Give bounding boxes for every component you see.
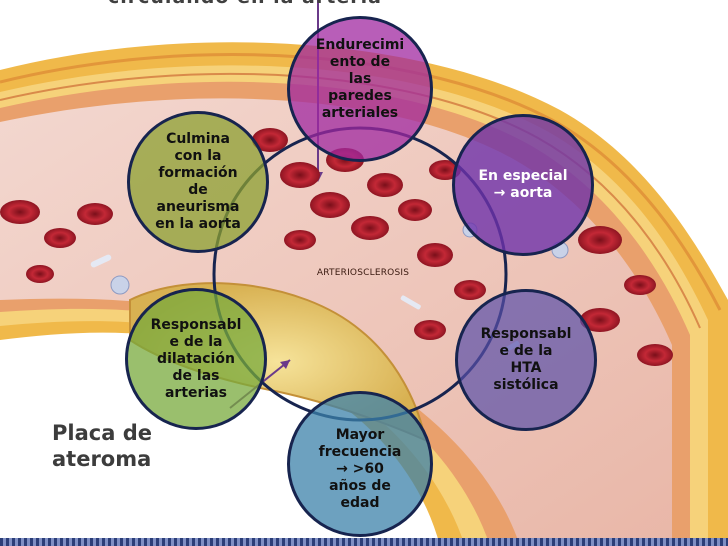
bottom-border [0,538,728,546]
red-blood-cell [580,308,620,332]
white-cell [110,275,130,295]
bubble-bottom: Mayor frecuencia → >60 años de edad [287,391,433,537]
red-blood-cell [310,192,350,218]
red-blood-cell [398,199,432,221]
red-blood-cell [44,228,76,248]
bubble-left-bottom: Responsabl e de la dilatación de las art… [125,288,267,430]
platelet [90,254,112,268]
red-blood-cell [454,280,486,300]
red-blood-cell [624,275,656,295]
red-blood-cell [0,200,40,224]
red-blood-cell [367,173,403,197]
platelet [400,295,421,310]
slide-title: circulando en la arteria [108,0,382,8]
bubble-right-bottom: Responsabl e de la HTA sistólica [455,289,597,431]
wall-stripe [0,53,722,311]
red-blood-cell [351,216,389,240]
red-blood-cell [417,243,453,267]
red-blood-cell [284,230,316,250]
red-blood-cell [578,226,622,254]
atheroma-arrowhead [280,360,290,369]
bubble-top: Endurecimi ento de las paredes arteriale… [287,16,433,162]
center-label: ARTERIOSCLEROSIS [316,268,410,278]
bubble-left-top: Culmina con la formación de aneurisma en… [127,111,269,253]
red-blood-cell [637,344,673,366]
plaque-label: Placa de ateroma [52,421,152,471]
red-blood-cell [252,128,288,152]
red-blood-cell [77,203,113,225]
bubble-right-top: En especial → aorta [452,114,594,256]
red-blood-cell [414,320,446,340]
red-blood-cell [26,265,54,283]
red-blood-cell [280,162,320,188]
